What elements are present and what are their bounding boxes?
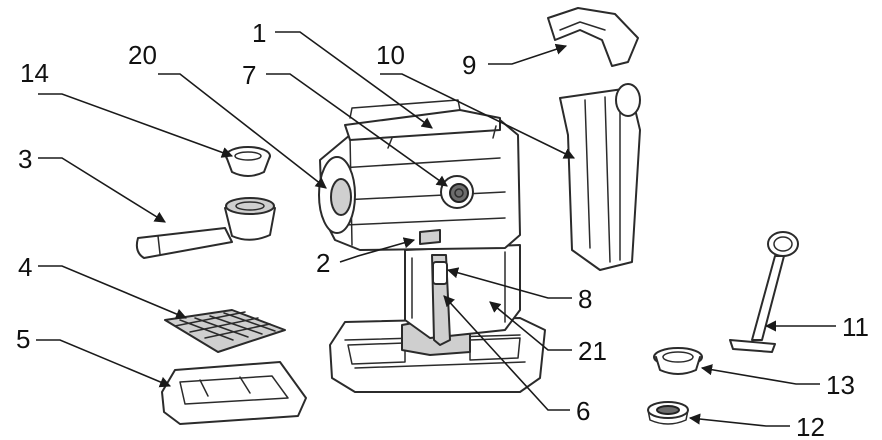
- portafilter: [135, 197, 276, 259]
- callout-13: 13: [826, 370, 855, 400]
- callout-4: 4: [18, 252, 32, 282]
- callout-12: 12: [796, 412, 825, 440]
- filter-basket-double: [653, 347, 703, 375]
- leader-lines: [36, 31, 836, 427]
- water-tank: [559, 83, 641, 271]
- callout-20: 20: [128, 40, 157, 70]
- callout-21: 21: [578, 336, 607, 366]
- measuring-spoon-tamper: [729, 231, 799, 353]
- drip-grid: [164, 309, 286, 353]
- callout-8: 8: [578, 284, 592, 314]
- callout-3: 3: [18, 144, 32, 174]
- callout-5: 5: [16, 324, 30, 354]
- espresso-machine-body: [318, 99, 546, 393]
- callout-11: 11: [842, 312, 869, 342]
- water-tank-lid: [547, 7, 639, 67]
- callout-10: 10: [376, 40, 405, 70]
- drip-tray: [161, 361, 307, 425]
- callout-2: 2: [316, 248, 330, 278]
- callout-1: 1: [252, 18, 266, 48]
- filter-basket-single: [647, 401, 689, 425]
- callout-14: 14: [20, 58, 49, 88]
- callout-6: 6: [576, 396, 590, 426]
- callout-labels: 1 7 10 9 20 14 3 4 5 2 8 21 6 11 13 12: [16, 18, 869, 440]
- callout-9: 9: [462, 50, 476, 80]
- small-filter-cup: [225, 146, 271, 177]
- callout-7: 7: [242, 60, 256, 90]
